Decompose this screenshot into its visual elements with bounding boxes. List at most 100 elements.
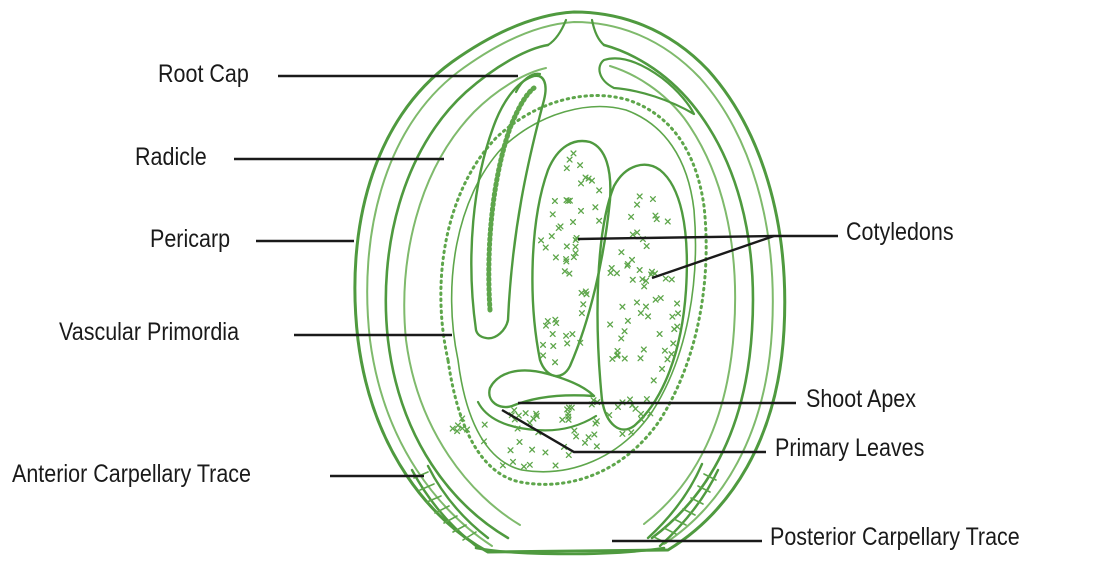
stipple-mark bbox=[553, 255, 558, 260]
stipple-mark bbox=[551, 344, 556, 349]
stipple-mark bbox=[646, 314, 651, 319]
stipple-mark bbox=[638, 311, 643, 316]
stipple-mark bbox=[592, 432, 597, 437]
stipple-mark bbox=[644, 304, 649, 309]
stipple-mark bbox=[651, 378, 656, 383]
stipple-mark bbox=[597, 218, 602, 223]
stipple-mark bbox=[619, 250, 624, 255]
stipple-mark bbox=[630, 257, 635, 262]
label-root-cap: Root Cap bbox=[158, 62, 249, 87]
stipple-mark bbox=[583, 440, 588, 445]
stipple-mark bbox=[620, 431, 625, 436]
stipple-mark bbox=[586, 435, 591, 440]
stipple-mark bbox=[482, 422, 487, 427]
stipple-mark bbox=[615, 271, 620, 276]
stipple-mark bbox=[500, 463, 505, 468]
posterior-trace-band-inner bbox=[648, 464, 702, 538]
seed-coat-outer-right bbox=[604, 45, 753, 538]
stipple-mark bbox=[541, 353, 546, 358]
stipple-mark bbox=[511, 459, 516, 464]
stipple-mark bbox=[566, 453, 571, 458]
stipple-mark bbox=[669, 352, 674, 357]
stipple-mark bbox=[616, 405, 621, 410]
stipple-mark bbox=[629, 214, 634, 219]
stipple-mark bbox=[594, 444, 599, 449]
label-shoot-apex: Shoot Apex bbox=[806, 387, 916, 412]
stipple-mark bbox=[566, 414, 571, 419]
stipple-mark bbox=[579, 181, 584, 186]
stipple-mark bbox=[660, 367, 665, 372]
stipple-mark bbox=[527, 462, 532, 467]
stipple-mark bbox=[671, 341, 676, 346]
shoot-apex-sheath bbox=[489, 370, 594, 407]
stipple-mark bbox=[564, 333, 569, 338]
stipple-mark bbox=[593, 205, 598, 210]
stipple-mark bbox=[573, 244, 578, 249]
stipple-mark bbox=[508, 448, 513, 453]
stipple-mark bbox=[553, 360, 558, 365]
stipple-mark bbox=[550, 212, 555, 217]
stipple-mark bbox=[610, 357, 615, 362]
leader-cotyledons-right bbox=[652, 236, 774, 278]
label-posterior-carpellary-trace: Posterior Carpellary Trace bbox=[770, 525, 1020, 550]
stipple-mark bbox=[676, 311, 681, 316]
stipple-mark bbox=[644, 397, 649, 402]
pericarp-outer-outline bbox=[355, 12, 785, 552]
stipple-mark bbox=[567, 405, 572, 410]
leader-cotyledons-left bbox=[578, 236, 774, 239]
stipple-mark bbox=[635, 300, 640, 305]
stipple-mark bbox=[625, 318, 630, 323]
stipple-mark bbox=[544, 323, 549, 328]
stipple-mark bbox=[552, 199, 557, 204]
stipple-mark bbox=[541, 342, 546, 347]
stipple-mark bbox=[653, 297, 658, 302]
stipple-mark bbox=[579, 209, 584, 214]
stipple-mark bbox=[665, 219, 670, 224]
stipple-mark bbox=[633, 406, 638, 411]
stipple-mark bbox=[669, 277, 674, 282]
stipple-mark bbox=[522, 464, 527, 469]
label-vascular-primordia: Vascular Primordia bbox=[59, 320, 239, 345]
stipple-mark bbox=[553, 463, 558, 468]
stipple-mark bbox=[597, 188, 602, 193]
stipple-mark bbox=[620, 304, 625, 309]
stipple-mark bbox=[530, 447, 535, 452]
stipple-mark bbox=[564, 244, 569, 249]
stipple-mark bbox=[622, 356, 627, 361]
stipple-mark bbox=[665, 357, 670, 362]
label-anterior-carpellary-trace: Anterior Carpellary Trace bbox=[12, 462, 251, 487]
label-radicle: Radicle bbox=[135, 145, 207, 170]
stipple-mark bbox=[637, 268, 642, 273]
stipple-mark bbox=[630, 277, 635, 282]
stipple-mark bbox=[615, 349, 620, 354]
stipple-mark bbox=[663, 276, 668, 281]
stipple-mark bbox=[545, 319, 550, 324]
stipple-mark bbox=[539, 238, 544, 243]
label-cotyledons: Cotyledons bbox=[846, 220, 954, 245]
stipple-mark bbox=[560, 417, 565, 422]
stipple-mark bbox=[549, 234, 554, 239]
stipple-mark bbox=[517, 440, 522, 445]
stipple-mark bbox=[608, 271, 613, 276]
stipple-mark bbox=[531, 416, 536, 421]
stipple-mark bbox=[579, 291, 584, 296]
stipple-mark bbox=[637, 194, 642, 199]
label-primary-leaves: Primary Leaves bbox=[775, 436, 924, 461]
stipple-mark bbox=[670, 314, 675, 319]
label-pericarp: Pericarp bbox=[150, 227, 230, 252]
stipple-mark bbox=[635, 202, 640, 207]
stipple-mark bbox=[675, 301, 680, 306]
stipple-mark bbox=[675, 324, 680, 329]
stipple-mark bbox=[651, 197, 656, 202]
stipple-mark bbox=[571, 220, 576, 225]
stipple-mark bbox=[571, 151, 576, 156]
stipple-mark bbox=[658, 296, 663, 301]
radicle-outer bbox=[471, 76, 545, 339]
stipple-mark bbox=[579, 311, 584, 316]
stipple-mark bbox=[622, 329, 627, 334]
stipple-mark bbox=[556, 226, 561, 231]
stipple-mark bbox=[565, 341, 570, 346]
seed-drawing bbox=[355, 12, 785, 554]
stipple-mark bbox=[543, 245, 548, 250]
stipple-mark bbox=[578, 163, 583, 168]
